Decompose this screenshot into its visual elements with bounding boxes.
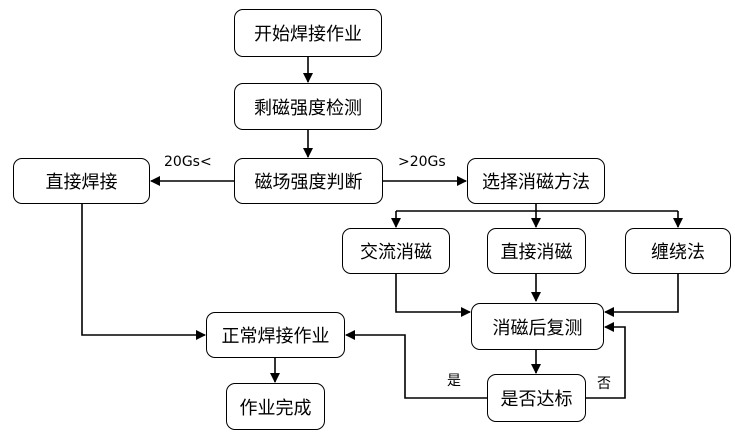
arrow-check-yes-to-normal xyxy=(345,330,487,399)
node-direct-weld: 直接焊接 xyxy=(13,158,150,204)
node-ac-demag: 交流消磁 xyxy=(342,228,450,274)
node-choose-method: 选择消磁方法 xyxy=(467,158,605,204)
node-start-welding: 开始焊接作业 xyxy=(234,9,382,57)
label-more-20gs: >20Gs xyxy=(398,154,446,170)
arrow-check-no-to-retest xyxy=(586,322,626,399)
arrow-winding-to-retest xyxy=(604,274,679,317)
node-normal-weld: 正常焊接作业 xyxy=(206,312,345,358)
node-done: 作业完成 xyxy=(226,383,325,430)
node-retest: 消磁后复测 xyxy=(471,303,604,350)
node-check-standard: 是否达标 xyxy=(487,374,586,422)
arrow-ac-to-retest xyxy=(395,274,471,317)
arrow-direct-weld-to-normal xyxy=(81,204,206,340)
label-no: 否 xyxy=(597,376,611,392)
node-remanence-detect: 剩磁强度检测 xyxy=(234,83,382,130)
node-winding: 缠绕法 xyxy=(625,228,731,274)
node-field-judge: 磁场强度判断 xyxy=(234,158,383,204)
node-dc-demag: 直接消磁 xyxy=(487,228,586,274)
label-yes: 是 xyxy=(447,373,461,389)
label-less-20gs: 20Gs< xyxy=(164,154,212,170)
